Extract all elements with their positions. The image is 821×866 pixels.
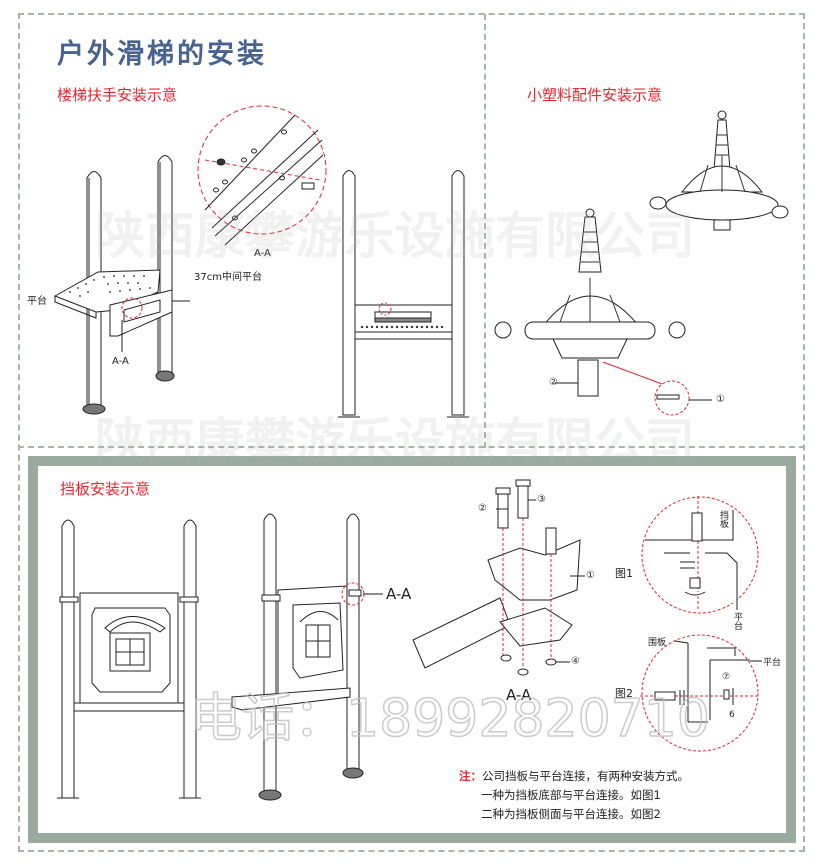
platform-label: 平台	[27, 296, 47, 307]
part-4-label: ④	[571, 656, 580, 667]
baffle-heading: 挡板安装示意	[60, 480, 151, 498]
note-line-2: 一种为挡板底部与平台连接。如图1	[481, 788, 661, 802]
part-7-label: ⑦	[722, 672, 731, 682]
part-3-label: ③	[537, 494, 546, 505]
outer-dashed-border	[18, 13, 805, 852]
installation-note: 注：公司挡板与平台连接，有两种安装方式。 一种为挡板底部与平台连接。如图1 二种…	[459, 767, 689, 824]
horizontal-divider	[18, 446, 805, 448]
note-prefix: 注：	[459, 769, 482, 783]
note-line-1: 公司挡板与平台连接，有两种安装方式。	[482, 769, 689, 783]
note-line-3: 二种为挡板侧面与平台连接。如图2	[481, 807, 661, 821]
fig1-label: 图1	[615, 567, 633, 580]
small-plastic-heading: 小塑料配件安装示意	[527, 86, 663, 104]
part-2-label: ②	[549, 377, 558, 388]
part-6-label: 6	[729, 710, 735, 720]
baffle-section-mark: A-A	[386, 585, 412, 603]
middle-platform-label: 37cm中间平台	[194, 272, 262, 283]
baffle-detail-section: A-A	[506, 686, 532, 704]
platform-label-fig1: 平台	[732, 612, 742, 630]
page-title: 户外滑梯的安装	[57, 39, 267, 70]
vertical-divider	[484, 14, 486, 448]
section-mark-left: A-A	[112, 356, 129, 367]
fig2-label: 图2	[615, 687, 633, 700]
stair-handrail-heading: 楼梯扶手安装示意	[57, 86, 178, 104]
part-1-label: ①	[586, 570, 595, 581]
baffle-label: 挡板	[718, 510, 728, 528]
panel-label: 围板	[648, 638, 667, 648]
platform-label-fig2: 平台	[763, 658, 782, 668]
part-2-label: ②	[478, 503, 487, 514]
section-mark-detail: A-A	[254, 248, 271, 259]
part-1-label: ①	[716, 394, 725, 405]
